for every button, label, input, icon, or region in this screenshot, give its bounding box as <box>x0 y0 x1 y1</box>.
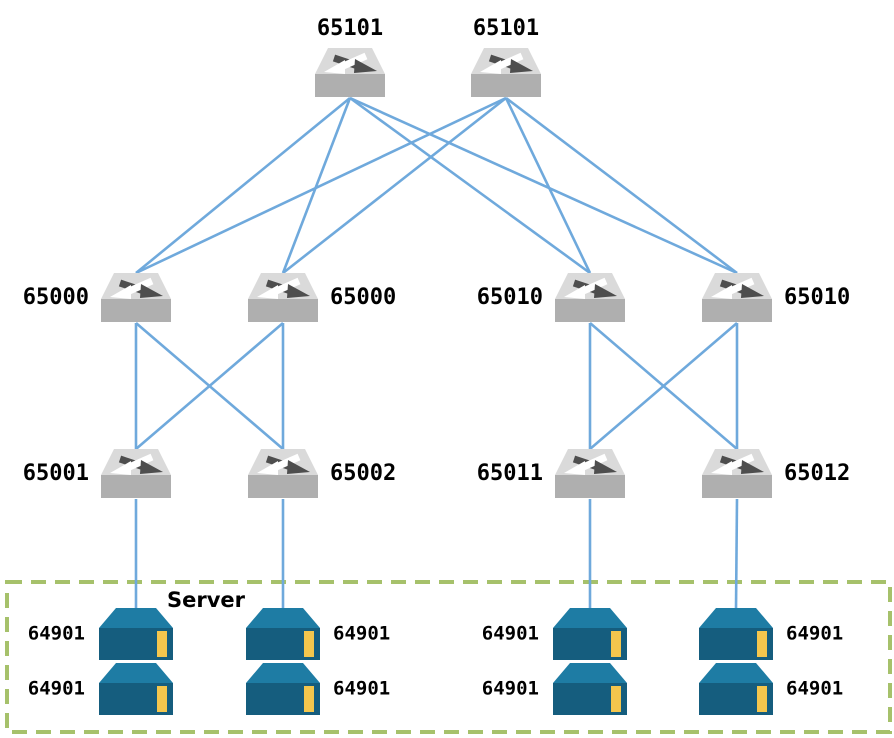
server-icon <box>699 663 773 715</box>
node-label: 65000 <box>22 284 89 310</box>
node-label: 64901 <box>786 677 844 700</box>
node-leaf-65012: 65012 <box>701 448 850 500</box>
switch-icon <box>554 272 626 324</box>
node-leaf-65011: 65011 <box>477 448 626 500</box>
link-line <box>349 96 738 275</box>
switch-icon <box>554 448 626 500</box>
node-label: 64901 <box>481 677 539 700</box>
node-label: 65010 <box>784 284 851 310</box>
node-server-64901: 64901 <box>246 608 390 660</box>
node-label: 64901 <box>333 622 391 645</box>
switch-icon <box>701 272 773 324</box>
switch-icon <box>100 448 172 500</box>
node-label: 65011 <box>476 460 543 486</box>
node-label: 64901 <box>27 677 85 700</box>
server-icon <box>246 663 320 715</box>
node-label: 65010 <box>476 284 543 310</box>
link-line <box>135 96 507 275</box>
node-label: 65101 <box>316 15 384 41</box>
node-label: 65101 <box>472 15 540 41</box>
switch-icon <box>247 448 319 500</box>
node-spine-65000-left: 65000 <box>23 272 172 324</box>
node-server-64901: 64901 <box>246 663 390 715</box>
node-server-64901: 64901 <box>699 663 843 715</box>
server-icon <box>553 663 627 715</box>
node-label: 64901 <box>333 677 391 700</box>
server-group-title: Server <box>167 588 246 612</box>
link-line <box>349 96 591 275</box>
switch-icon <box>701 448 773 500</box>
server-icon <box>553 608 627 660</box>
link-line <box>505 96 738 275</box>
node-server-64901: 64901 <box>699 608 843 660</box>
link-line <box>282 96 507 275</box>
node-spine-65000-right: 65000 <box>247 272 396 324</box>
node-server-64901: 64901 <box>28 608 173 660</box>
switch-icon <box>247 272 319 324</box>
link-line <box>504 97 592 274</box>
server-icon <box>99 663 173 715</box>
link-line <box>589 322 738 450</box>
node-superspine-left: 65101 <box>314 16 386 99</box>
node-superspine-right: 65101 <box>470 16 542 99</box>
link-line <box>734 498 739 610</box>
node-label: 65012 <box>784 460 851 486</box>
server-group-outline <box>5 580 892 734</box>
node-label: 65000 <box>330 284 397 310</box>
server-icon <box>99 608 173 660</box>
node-server-64901: 64901 <box>482 608 627 660</box>
node-label: 64901 <box>27 622 85 645</box>
node-label: 64901 <box>786 622 844 645</box>
node-spine-65010-right: 65010 <box>701 272 850 324</box>
node-server-64901: 64901 <box>482 663 627 715</box>
server-icon <box>246 608 320 660</box>
node-server-64901: 64901 <box>28 663 173 715</box>
node-label: 64901 <box>481 622 539 645</box>
node-label: 65001 <box>22 460 89 486</box>
link-line <box>281 97 352 274</box>
switch-icon <box>470 47 542 99</box>
switch-icon <box>314 47 386 99</box>
node-leaf-65002: 65002 <box>247 448 396 500</box>
node-leaf-65001: 65001 <box>23 448 172 500</box>
link-line <box>135 96 351 275</box>
node-label: 65002 <box>330 460 397 486</box>
switch-icon <box>100 272 172 324</box>
node-spine-65010-left: 65010 <box>477 272 626 324</box>
server-icon <box>699 608 773 660</box>
link-line <box>135 322 284 450</box>
